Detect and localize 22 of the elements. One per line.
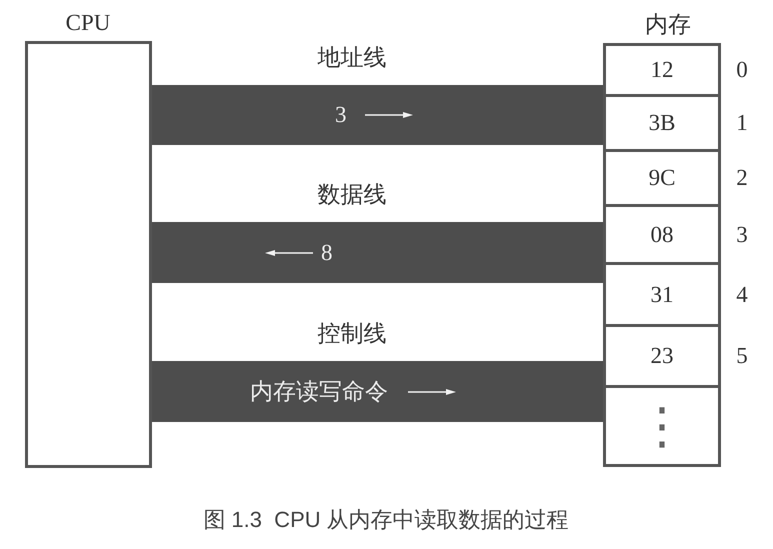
cell-value: 31 — [650, 282, 674, 308]
address-number: 4 — [736, 282, 748, 308]
bus-label: 数据线 — [318, 182, 386, 208]
cell-value: 9C — [648, 165, 676, 191]
cell-value: 08 — [650, 222, 674, 248]
cell-value: 3B — [648, 110, 676, 136]
caption: 图 1.3 CPU 从内存中读取数据的过程 — [203, 507, 569, 533]
ellipsis-mark: ⋮ — [637, 398, 687, 454]
address-number: 3 — [736, 222, 748, 248]
bus-value: 内存读写命令 — [250, 378, 388, 404]
box-title: CPU — [66, 10, 110, 36]
address-number: 0 — [736, 57, 748, 83]
box-title: 内存 — [645, 12, 691, 38]
bus-value: 8 — [321, 240, 332, 266]
cell-value: 23 — [650, 343, 674, 369]
bus-value: 3 — [335, 102, 346, 128]
bus-label: 控制线 — [318, 321, 386, 347]
address-number: 2 — [736, 165, 748, 191]
cell-value: 12 — [650, 57, 674, 83]
bus-label: 地址线 — [318, 45, 386, 71]
address-number: 5 — [736, 343, 748, 369]
address-number: 1 — [736, 110, 748, 136]
